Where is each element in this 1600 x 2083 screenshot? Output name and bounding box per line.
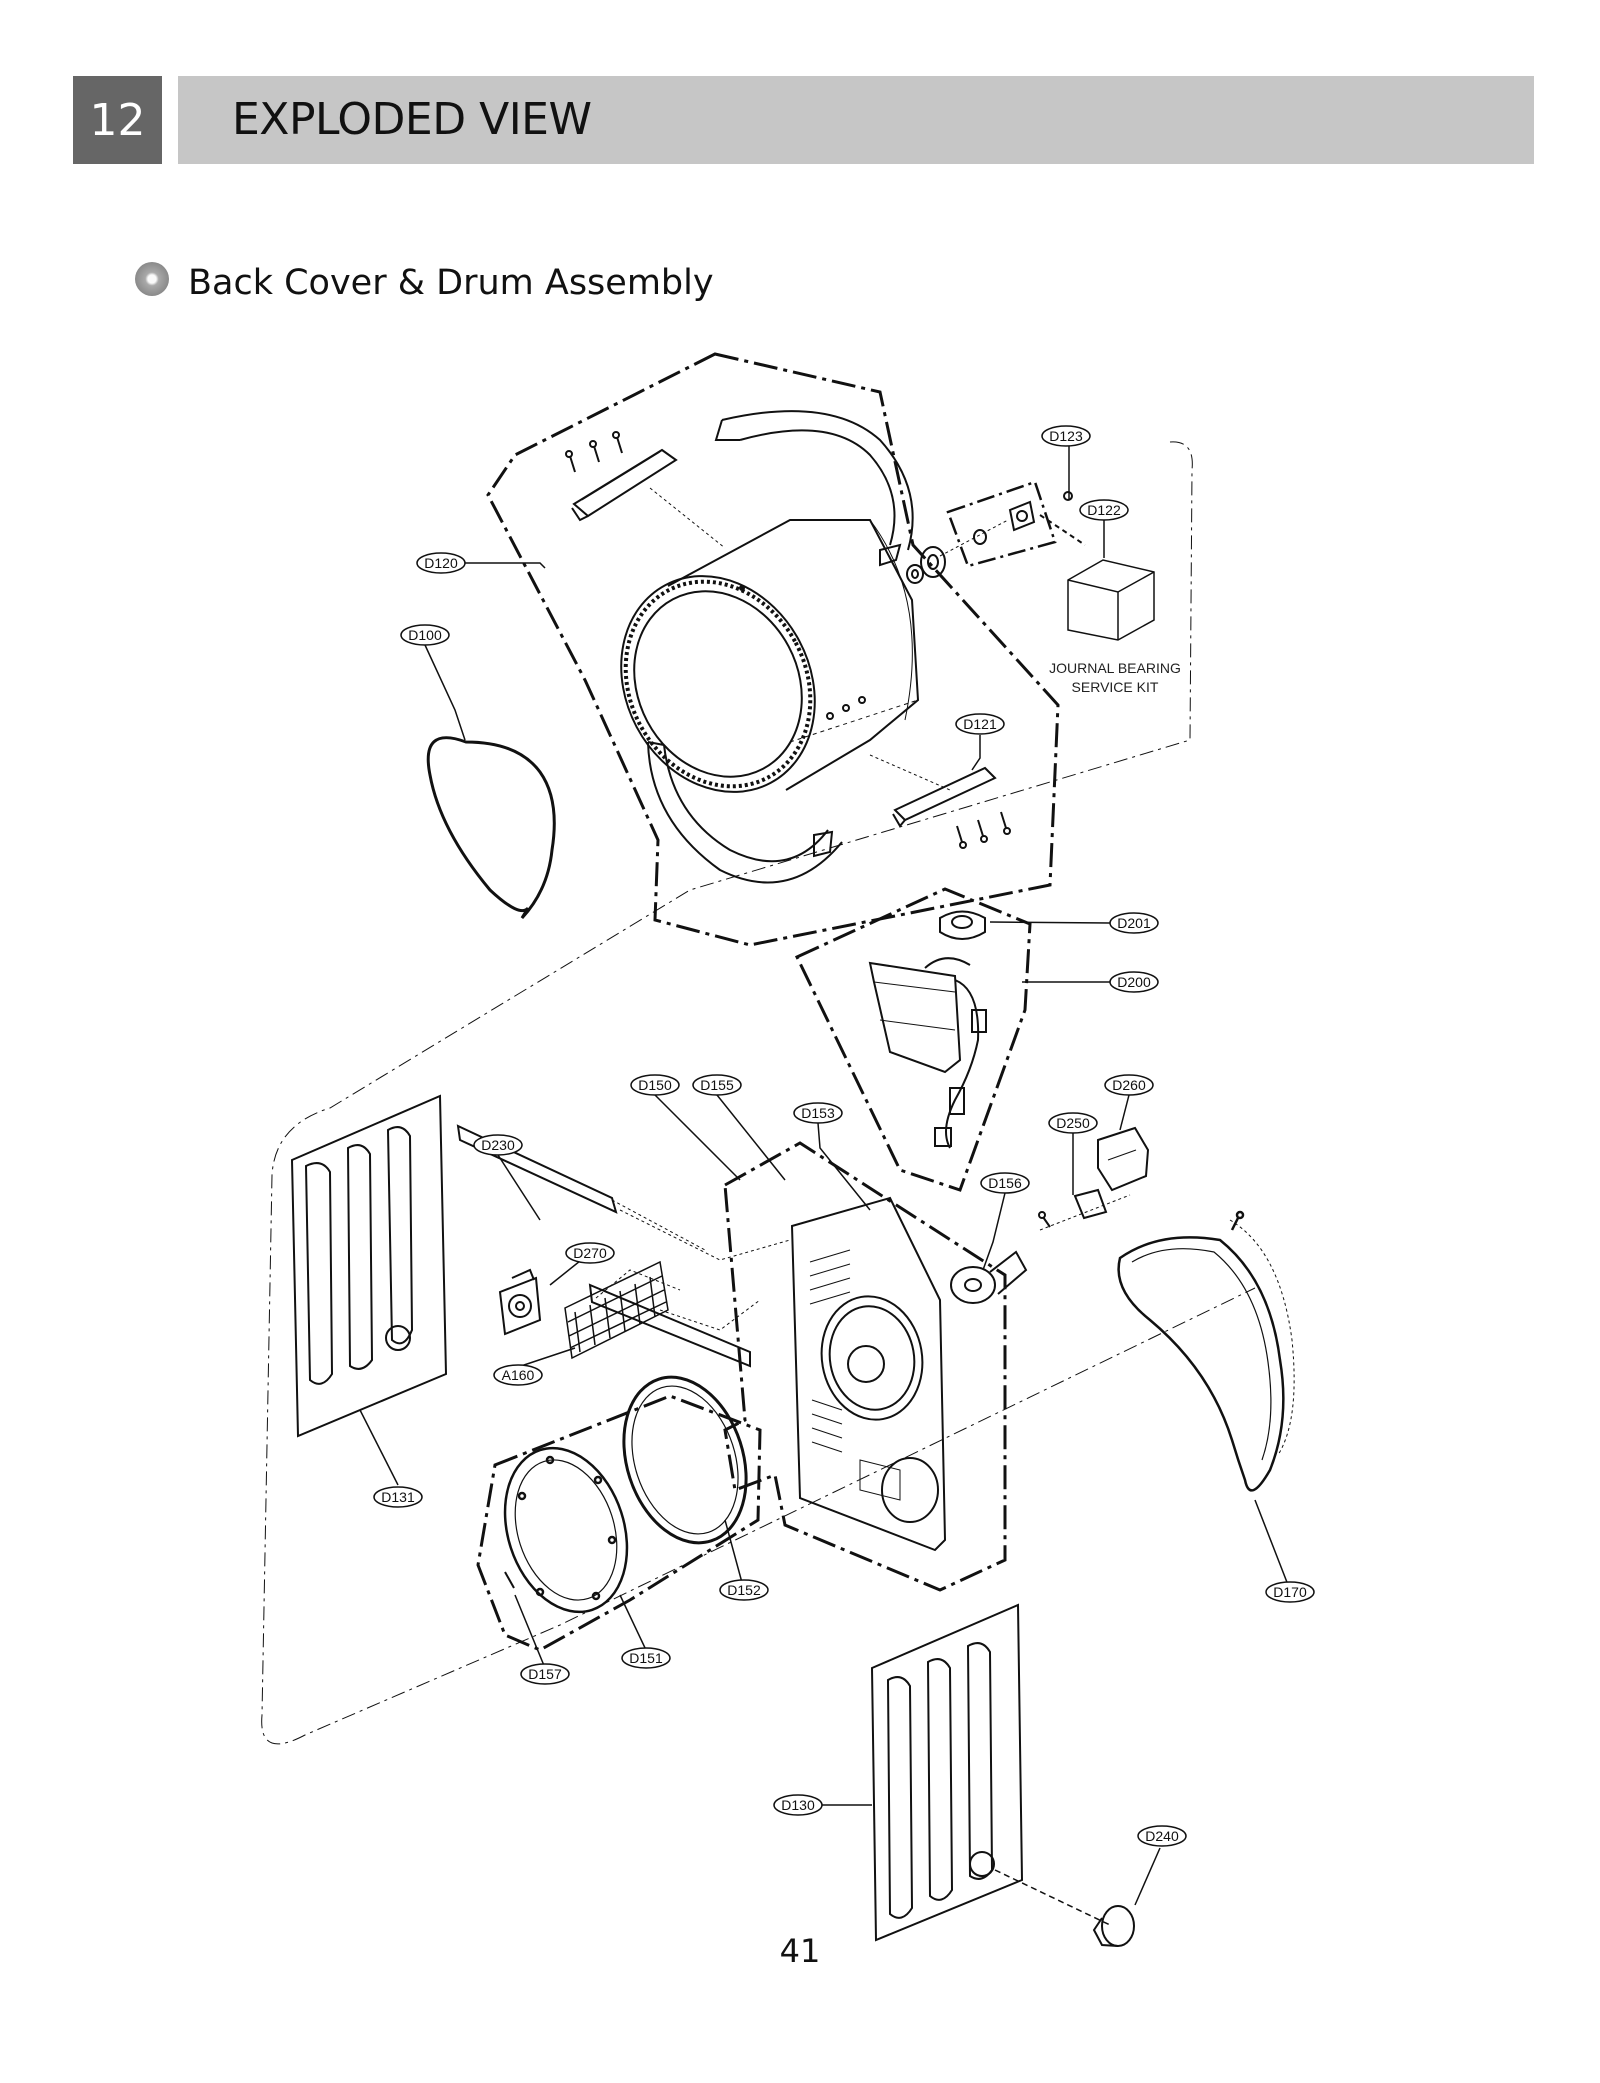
- svg-text:D121: D121: [963, 716, 997, 732]
- drum-belt: [647, 410, 914, 884]
- callout-D260: D260: [1104, 1074, 1154, 1096]
- callout-D122: D122: [1079, 499, 1129, 521]
- section-bullet-icon: [135, 262, 169, 296]
- callout-D131: D131: [373, 1486, 423, 1508]
- page-number: 41: [779, 1932, 821, 1970]
- drum-group-boundary: [486, 352, 1060, 947]
- journal-bearing-service-kit: [1067, 559, 1155, 641]
- front-felt-seal: [622, 1375, 748, 1545]
- callout-D240: D240: [1137, 1825, 1187, 1847]
- duct-cover: [1097, 1126, 1150, 1192]
- callout-D121: D121: [955, 713, 1005, 735]
- kit-note-line1: JOURNAL BEARING: [1049, 660, 1181, 676]
- callout-D123: D123: [1041, 425, 1091, 447]
- bulkhead-group-boundary: [723, 1141, 1007, 1592]
- door-ring-group-boundary: [476, 1394, 762, 1652]
- section-title: Back Cover & Drum Assembly: [188, 263, 714, 303]
- svg-text:D250: D250: [1056, 1115, 1090, 1131]
- chapter-title: EXPLODED VIEW: [232, 94, 592, 145]
- drum-front-ring: [503, 1446, 629, 1614]
- kit-note: JOURNAL BEARING SERVICE KIT: [1049, 660, 1181, 695]
- callout-D156: D156: [980, 1172, 1030, 1194]
- callout-D150: D150: [630, 1074, 680, 1096]
- svg-text:D270: D270: [573, 1245, 607, 1261]
- screw-D157: [504, 1571, 515, 1589]
- svg-text:D155: D155: [700, 1077, 734, 1093]
- svg-text:D123: D123: [1049, 428, 1083, 444]
- back-cover-group-boundary: [261, 441, 1256, 1745]
- svg-text:D157: D157: [528, 1666, 562, 1682]
- callout-D157: D157: [520, 1663, 570, 1685]
- svg-text:D170: D170: [1273, 1584, 1307, 1600]
- back-panel-left: [290, 1094, 448, 1438]
- callout-D120: D120: [416, 552, 466, 574]
- svg-text:D240: D240: [1145, 1828, 1179, 1844]
- svg-text:D153: D153: [801, 1105, 835, 1121]
- svg-text:A160: A160: [502, 1367, 535, 1383]
- callout-D200: D200: [1109, 971, 1159, 993]
- callout-D100: D100: [400, 624, 450, 646]
- callout-D170: D170: [1265, 1581, 1315, 1603]
- chapter-header-bar: EXPLODED VIEW: [178, 76, 1534, 164]
- svg-text:D122: D122: [1087, 502, 1121, 518]
- svg-text:D260: D260: [1112, 1077, 1146, 1093]
- bracket-clip: [1038, 1188, 1108, 1228]
- callout-A160: A160: [493, 1364, 543, 1386]
- callout-D151: D151: [621, 1647, 671, 1669]
- callout-D155: D155: [692, 1074, 742, 1096]
- svg-text:D120: D120: [424, 555, 458, 571]
- svg-text:D156: D156: [988, 1175, 1022, 1191]
- bearing-group-boundary: [946, 480, 1057, 568]
- rear-gasket: [1117, 1210, 1295, 1492]
- svg-text:D130: D130: [781, 1797, 815, 1813]
- callout-D130: D130: [773, 1794, 823, 1816]
- motor-pulley: [950, 1194, 1131, 1304]
- svg-text:D151: D151: [629, 1650, 663, 1666]
- hole-plug: [1092, 1905, 1135, 1947]
- svg-text:D201: D201: [1117, 915, 1151, 931]
- svg-text:D152: D152: [727, 1582, 761, 1598]
- svg-text:D131: D131: [381, 1489, 415, 1505]
- callout-D270: D270: [565, 1242, 615, 1264]
- kit-note-line2: SERVICE KIT: [1072, 679, 1159, 695]
- lint-filter-grille: [564, 1260, 669, 1360]
- callout-labels: D123 D122 D120 D100 D121 D201 D200 D150 …: [373, 425, 1315, 1847]
- drum-front-seal: [426, 736, 556, 920]
- journal-bearing: [906, 491, 1086, 584]
- chapter-number: 12: [73, 76, 162, 164]
- callout-D153: D153: [793, 1102, 843, 1124]
- callout-D250: D250: [1048, 1112, 1098, 1134]
- rear-bulkhead-panel: [790, 1196, 947, 1552]
- svg-text:D150: D150: [638, 1077, 672, 1093]
- callout-D201: D201: [1109, 912, 1159, 934]
- fan-motor: [498, 1268, 542, 1336]
- svg-text:D200: D200: [1117, 974, 1151, 990]
- svg-text:D230: D230: [481, 1137, 515, 1153]
- drum-slide-lower: [869, 754, 1011, 849]
- drum-shell: [620, 519, 920, 793]
- callout-D230: D230: [473, 1134, 523, 1156]
- heater-assembly: [868, 910, 987, 1149]
- back-panel-lower: [870, 1603, 1111, 1942]
- callout-D152: D152: [719, 1579, 769, 1601]
- heater-group-boundary: [794, 887, 1032, 1192]
- drum-slide-upper: [565, 431, 726, 549]
- leader-lines: [359, 446, 1291, 1906]
- svg-text:D100: D100: [408, 627, 442, 643]
